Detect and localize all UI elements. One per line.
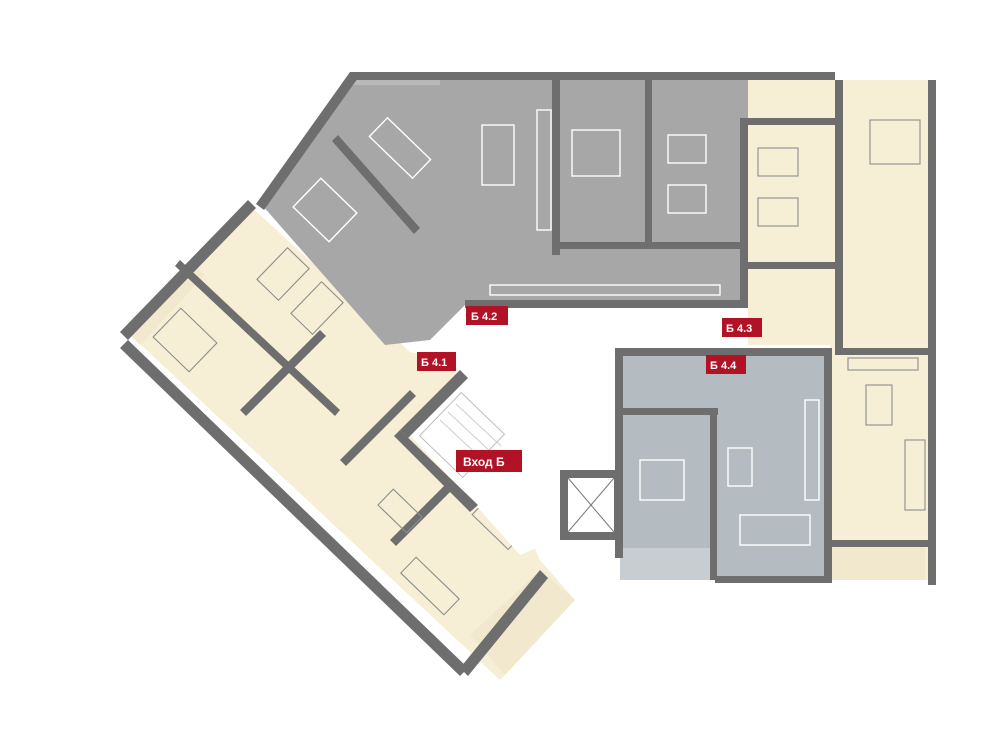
balcony-b41-west bbox=[125, 262, 205, 345]
bed-b41-1 bbox=[256, 246, 310, 302]
sofa-b41 bbox=[400, 556, 460, 616]
bed-b42-1 bbox=[667, 134, 707, 164]
wall-b43-part-h1 bbox=[748, 118, 843, 125]
wall-b43-part-h3 bbox=[748, 262, 838, 269]
apartment-b42[interactable] bbox=[256, 72, 835, 345]
entrance-label[interactable]: Вход Б bbox=[456, 450, 522, 472]
bed-b44 bbox=[639, 459, 685, 501]
wall-b44-part-v bbox=[710, 410, 717, 580]
balcony-b41-south bbox=[470, 570, 575, 675]
wall-b41-part-1 bbox=[175, 260, 340, 416]
entrance-label-text: Вход Б bbox=[463, 455, 505, 469]
kitchen-b44 bbox=[804, 399, 820, 501]
bed-b43-master bbox=[869, 119, 921, 165]
dining-table-b42 bbox=[481, 124, 515, 186]
label-b41[interactable]: Б 4.1 bbox=[417, 352, 456, 371]
sofa-b43 bbox=[904, 439, 926, 511]
bed-b42-3 bbox=[292, 177, 358, 243]
label-b44[interactable]: Б 4.4 bbox=[706, 355, 746, 374]
label-b42-text: Б 4.2 bbox=[471, 311, 497, 323]
wall-b42-part-kitchen bbox=[552, 80, 560, 255]
apartment-b41[interactable] bbox=[120, 200, 575, 680]
wall-b41-part-3 bbox=[340, 390, 416, 466]
wall-b44-top bbox=[618, 348, 830, 356]
apartment-b42-floor bbox=[262, 72, 835, 345]
balcony-b43-south bbox=[830, 545, 925, 580]
wall-b41-part-2 bbox=[240, 330, 326, 416]
dining-table-b41 bbox=[377, 488, 423, 534]
bed-b41-2 bbox=[290, 280, 344, 336]
apartment-b44[interactable] bbox=[615, 348, 832, 583]
wall-b44-part-h bbox=[623, 408, 718, 415]
wall-b42-top bbox=[350, 72, 835, 80]
label-b43-text: Б 4.3 bbox=[726, 323, 752, 335]
wall-b43-east bbox=[928, 80, 936, 585]
wall-b43-part-h2 bbox=[840, 348, 930, 355]
label-b42[interactable]: Б 4.2 bbox=[466, 306, 508, 325]
wall-b41-outer-south bbox=[120, 340, 468, 676]
sofa-b42 bbox=[368, 116, 432, 180]
wardrobe-b42 bbox=[489, 284, 721, 296]
label-b43[interactable]: Б 4.3 bbox=[722, 318, 762, 337]
dining-table-b44 bbox=[727, 447, 753, 487]
wall-b44-east bbox=[824, 348, 832, 583]
dining-table-b43 bbox=[865, 384, 893, 426]
wall-stair-west bbox=[394, 430, 478, 512]
wall-b41-outer-se bbox=[460, 570, 548, 676]
sofa-b44 bbox=[739, 514, 811, 546]
wall-stair-north bbox=[400, 370, 468, 438]
bed-b41-master bbox=[152, 307, 218, 373]
bed-b43-1 bbox=[757, 147, 799, 177]
wall-b44-bottom bbox=[715, 576, 830, 583]
label-b41-text: Б 4.1 bbox=[421, 357, 447, 369]
wall-b42-diag bbox=[256, 72, 358, 210]
wall-b42-bottom bbox=[465, 300, 745, 308]
kitchen-b43 bbox=[847, 357, 919, 371]
kitchen-counter-b42 bbox=[536, 109, 552, 231]
bed-b42-2 bbox=[667, 184, 707, 214]
bed-b43-2 bbox=[757, 197, 799, 227]
apartment-b44-floor bbox=[620, 350, 830, 580]
wall-b42-east bbox=[740, 118, 748, 308]
elevator-icon bbox=[560, 470, 620, 540]
wall-b42-part-h bbox=[560, 242, 740, 249]
wall-b43-part-v bbox=[835, 80, 843, 355]
balcony-b44-south bbox=[620, 548, 715, 580]
wall-b42-part-bed1 bbox=[645, 80, 652, 245]
bed-b42-master bbox=[571, 129, 621, 177]
apartment-b43[interactable] bbox=[748, 80, 936, 585]
wall-b44-west bbox=[615, 348, 623, 558]
label-b44-text: Б 4.4 bbox=[710, 360, 737, 372]
wall-b43-south bbox=[830, 540, 930, 547]
wall-b42-part-diag bbox=[332, 135, 420, 234]
